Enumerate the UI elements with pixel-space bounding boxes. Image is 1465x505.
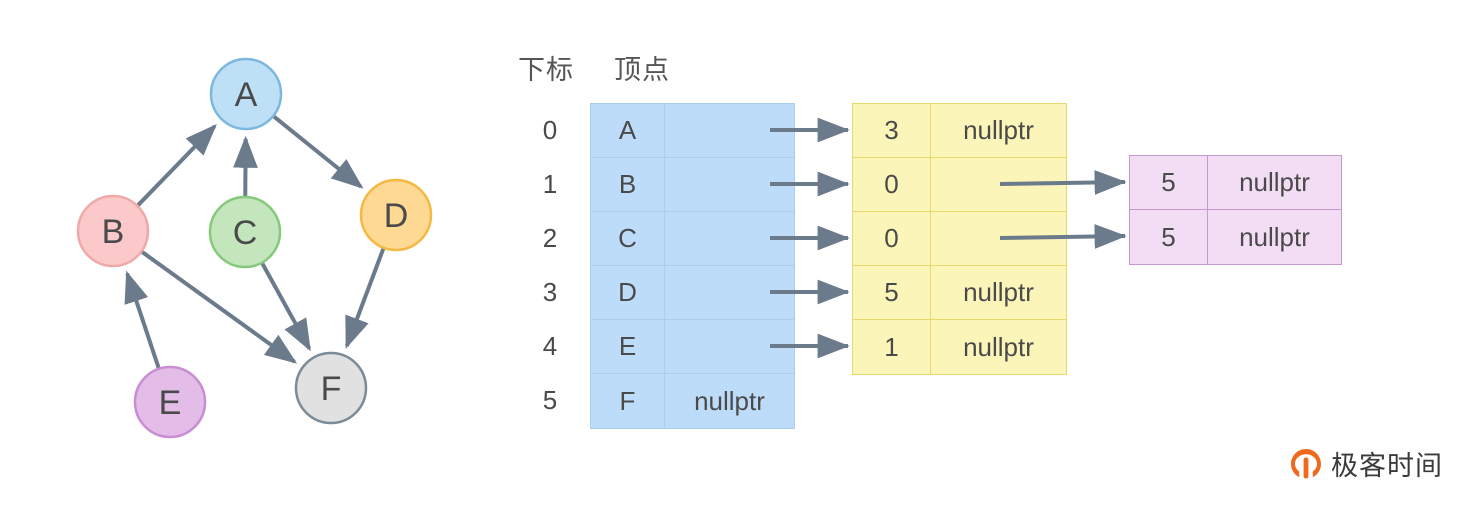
vertex-row: B [591, 158, 794, 212]
graph-node-circle [76, 194, 150, 268]
header-index: 下标 [518, 55, 574, 85]
vertex-pointer-cell [665, 104, 794, 157]
vertex-name-cell: B [591, 158, 665, 211]
edge-node-pointer-cell: nullptr [963, 277, 1034, 307]
edge-tail-pointer-cell: nullptr [1239, 221, 1310, 252]
graph-nodes: A B C D E F [76, 57, 433, 439]
vertex-name-cell: D [591, 266, 665, 319]
watermark: 极客时间 [1289, 444, 1443, 483]
graph-node-circle [294, 351, 368, 425]
vertex-name-cell: E [591, 320, 665, 373]
edge-node-index-cell: 1 [853, 320, 931, 374]
table-headers: 下标 顶点 [518, 48, 670, 87]
edge-node-index-cell: 3 [853, 104, 931, 157]
edge-node-pointer-cell [931, 158, 1066, 211]
graph-edge-E-B [124, 270, 161, 369]
vertex-pointer-cell [665, 266, 794, 319]
graph-node-label: B [102, 213, 125, 251]
graph-node-B[interactable]: B [76, 194, 150, 268]
graph-node-A[interactable]: A [209, 57, 283, 131]
graph-node-D[interactable]: D [359, 178, 433, 252]
vertex-row: A [591, 104, 794, 158]
edge-tail-table: 5 nullptr 5 nullptr [1129, 155, 1342, 265]
graph-node-circle [208, 195, 282, 269]
edge-node-index-cell: 0 [853, 212, 931, 265]
vertex-row: E [591, 320, 794, 374]
edge-node-row: 1 nullptr [853, 320, 1066, 374]
index-label: 1 [542, 169, 558, 199]
header-vertex: 顶点 [614, 55, 670, 85]
edge-node-row: 0 [853, 158, 1066, 212]
edge-node-index-cell: 0 [853, 158, 931, 211]
graph-node-label: D [384, 197, 409, 235]
geektime-logo-icon [1291, 448, 1321, 478]
vertex-name-cell: F [591, 374, 665, 428]
graph-node-label: F [321, 370, 342, 408]
graph-node-E[interactable]: E [133, 365, 207, 439]
edge-tail-row: 5 nullptr [1130, 210, 1341, 264]
vertex-pointer-cell: nullptr [694, 385, 765, 416]
edge-tail-row: 5 nullptr [1130, 156, 1341, 210]
edge-node-index-cell: 5 [853, 266, 931, 319]
vertex-row: D [591, 266, 794, 320]
vertex-pointer-cell [665, 158, 794, 211]
graph-edge-B-A [136, 123, 217, 207]
edge-node-row: 3 nullptr [853, 104, 1066, 158]
edge-node-pointer-cell [931, 212, 1066, 265]
edge-tail-index-cell: 5 [1130, 156, 1208, 209]
vertex-pointer-cell [665, 212, 794, 265]
edge-tail-pointer-cell: nullptr [1239, 167, 1310, 197]
graph-edge-C-F [260, 262, 312, 352]
index-label: 0 [542, 115, 558, 145]
index-label: 3 [542, 277, 558, 307]
graph-edge-B-F [141, 250, 298, 364]
edge-node-pointer-cell: nullptr [963, 331, 1034, 362]
graph-node-circle [209, 57, 283, 131]
vertex-name-cell: A [591, 104, 665, 157]
edge-tail-index-cell: 5 [1130, 210, 1208, 264]
edge-node-pointer-cell: nullptr [963, 115, 1034, 145]
graph-edge-D-F [344, 247, 386, 349]
vertex-name-cell: C [591, 212, 665, 265]
vertex-row: C [591, 212, 794, 266]
graph-node-circle [133, 365, 207, 439]
graph-node-circle [359, 178, 433, 252]
graph-edges [124, 115, 386, 369]
graph-node-C[interactable]: C [208, 195, 282, 269]
graph-node-label: A [235, 76, 258, 114]
edge-node-row: 5 nullptr [853, 266, 1066, 320]
index-label: 4 [542, 331, 558, 361]
watermark-text: 极客时间 [1331, 451, 1443, 482]
edge-node-row: 0 [853, 212, 1066, 266]
graph-node-label: C [233, 214, 258, 252]
graph-figure: A B C D E F [76, 57, 433, 439]
index-label: 5 [542, 385, 558, 415]
index-column: 0 1 2 3 4 5 [530, 103, 570, 427]
graph-node-F[interactable]: F [294, 351, 368, 425]
graph-node-label: E [159, 384, 182, 422]
index-label: 2 [542, 223, 558, 253]
graph-edge-A-D [272, 115, 364, 189]
vertex-pointer-cell [665, 320, 794, 373]
